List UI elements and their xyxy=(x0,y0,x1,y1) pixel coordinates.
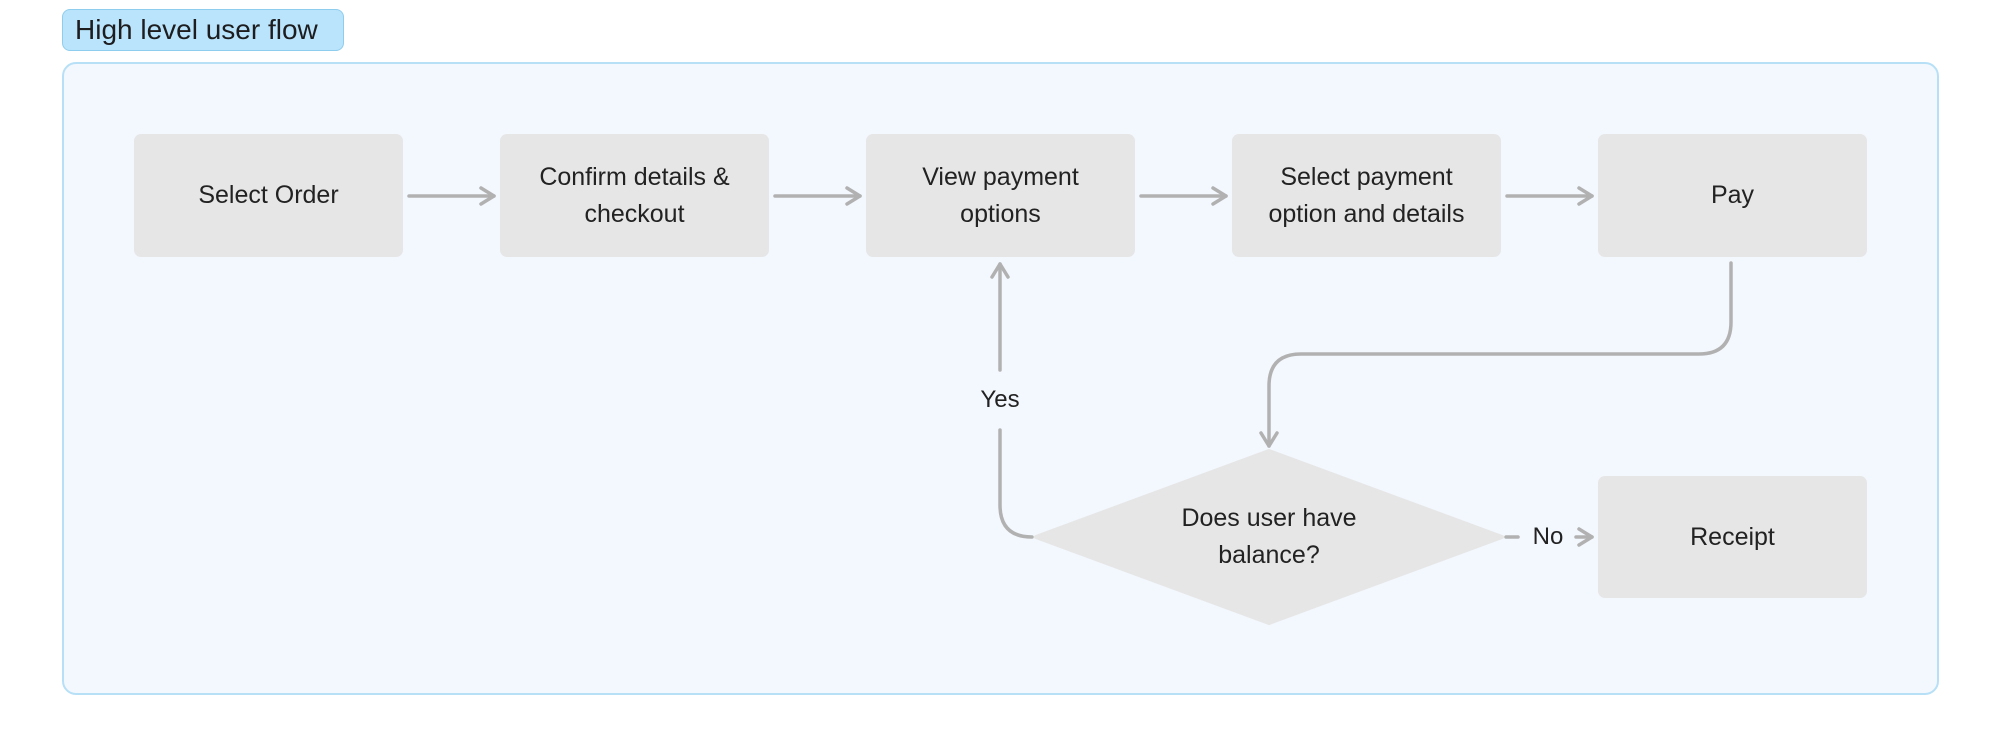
node-select-payment-option[interactable]: Select payment option and details xyxy=(1232,134,1501,257)
node-receipt-label: Receipt xyxy=(1690,522,1775,551)
node-view-payment-options[interactable]: View payment options xyxy=(866,134,1135,257)
arrow-decision-yes-to-view-payment[interactable] xyxy=(998,428,1034,539)
node-confirm-details[interactable]: Confirm details & checkout xyxy=(500,134,769,257)
node-view-payment-options-label: View payment options xyxy=(922,162,1079,228)
node-confirm-details-label: Confirm details & checkout xyxy=(539,162,730,228)
arrow-pay-to-decision[interactable] xyxy=(1259,261,1733,448)
node-select-order-label: Select Order xyxy=(198,181,339,209)
edge-label-no: No xyxy=(1532,523,1564,550)
frame-title[interactable]: High level user flow xyxy=(62,9,344,51)
node-receipt[interactable]: Receipt xyxy=(1598,476,1867,598)
node-select-order[interactable]: Select Order xyxy=(134,134,403,257)
decision-balance[interactable]: Does user have balance? xyxy=(1120,482,1418,592)
edge-label-yes: Yes xyxy=(980,386,1020,413)
decision-diamond[interactable] xyxy=(1034,449,1504,625)
node-pay-label: Pay xyxy=(1710,181,1755,209)
node-select-payment-option-label: Select payment option and details xyxy=(1268,162,1465,228)
decision-balance-label: Does user have balance? xyxy=(1181,504,1357,569)
node-pay[interactable]: Pay xyxy=(1598,134,1867,257)
